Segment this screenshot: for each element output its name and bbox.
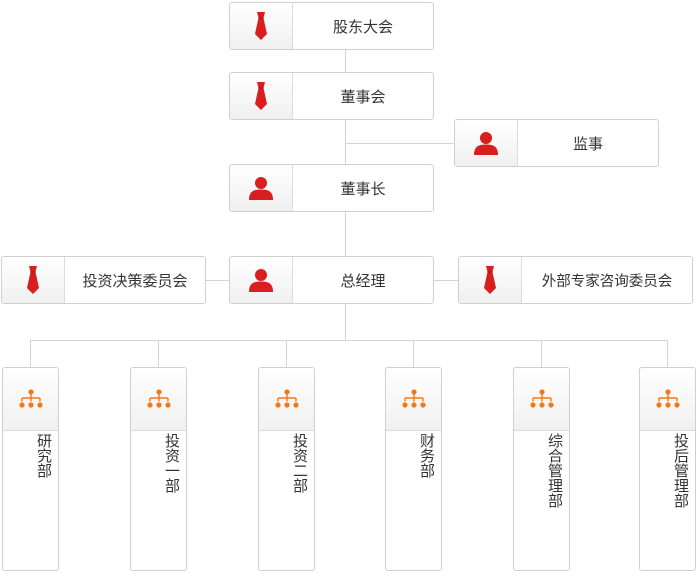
dept-label: 研究部 [35,433,53,478]
node-label: 投资决策委员会 [82,271,188,290]
org-chart-icon [146,389,171,408]
dept-investment-1: 投资一部 [130,367,187,571]
connector-line [205,280,230,281]
node-label: 监事 [572,134,603,153]
dept-label: 综合管理部 [546,433,564,508]
connector-line [286,340,287,367]
connector-line [667,340,668,367]
node-expert-committee: 外部专家咨询委员会 [458,256,693,304]
org-chart-icon [529,389,554,408]
connector-line [30,340,667,341]
dept-general-admin: 综合管理部 [513,367,570,571]
node-chairman: 董事长 [229,164,434,212]
org-chart-icon [401,389,426,408]
dept-finance: 财务部 [385,367,442,571]
node-label: 股东大会 [332,17,393,36]
person-icon [249,269,273,292]
dept-research: 研究部 [2,367,59,571]
connector-line [541,340,542,367]
connector-line [30,340,31,367]
node-label: 外部专家咨询委员会 [541,273,673,290]
dept-label: 投资二部 [291,433,309,493]
org-chart-icon [274,389,299,408]
dept-investment-2: 投资二部 [258,367,315,571]
node-board: 董事会 [229,72,434,120]
tie-icon [27,266,39,294]
org-chart-icon [18,389,43,408]
connector-line [158,340,159,367]
node-label: 董事长 [340,179,386,198]
connector-line [345,50,346,73]
dept-post-investment: 投后管理部 [639,367,696,571]
connector-line [345,212,346,257]
connector-line [345,120,346,165]
node-label: 董事会 [340,87,386,106]
node-general-manager: 总经理 [229,256,434,304]
dept-label: 财务部 [418,433,436,478]
connector-line [345,143,455,144]
org-chart-icon [655,389,680,408]
connector-line [433,280,459,281]
dept-label: 投后管理部 [672,433,690,508]
tie-icon [255,12,267,40]
node-supervisor: 监事 [454,119,659,167]
tie-icon [255,82,267,110]
tie-icon [484,266,496,294]
person-icon [249,177,273,200]
person-icon [474,132,498,155]
node-label: 总经理 [340,271,386,290]
node-shareholders: 股东大会 [229,2,434,50]
dept-label: 投资一部 [163,433,181,493]
node-invest-committee: 投资决策委员会 [1,256,206,304]
connector-line [413,340,414,367]
connector-line [345,304,346,340]
